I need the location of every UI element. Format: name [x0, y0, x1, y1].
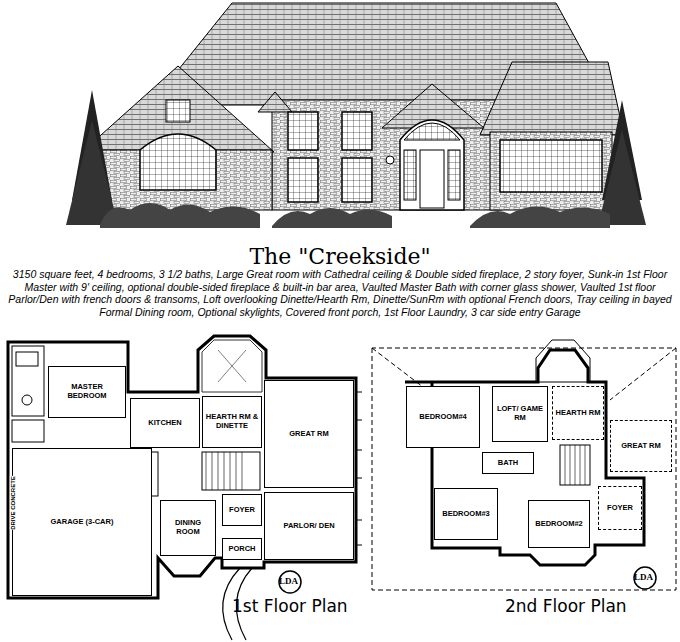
- room-box: BATH: [482, 452, 534, 474]
- room-box: BEDROOM#3: [434, 488, 498, 540]
- room-name: FOYER: [229, 506, 255, 515]
- logo: LDA: [634, 572, 653, 582]
- room-name: FOYER: [607, 504, 633, 513]
- room-box: PORCH: [222, 538, 262, 560]
- room-name: HEARTH RM & DINETTE: [205, 413, 259, 430]
- room-name: MASTER BEDROOM: [51, 383, 123, 400]
- room-box: BEDROOM#4: [406, 386, 480, 448]
- room-name: HEARTH RM: [556, 409, 601, 418]
- caption: 3150 square feet, 4 bedrooms, 3 1/2 bath…: [4, 268, 676, 318]
- plan-title: 2nd Floor Plan: [505, 596, 627, 616]
- room-box: FOYER: [598, 486, 642, 530]
- room-box: BEDROOM#2: [528, 500, 590, 548]
- room-box: FOYER: [222, 494, 262, 526]
- room-name: DINING ROOM: [163, 519, 213, 536]
- plan-title: 1st Floor Plan: [232, 596, 348, 616]
- room-box: HEARTH RM: [552, 386, 604, 440]
- room-box: KITCHEN: [130, 398, 200, 448]
- logo: LDA: [279, 576, 298, 586]
- room-name: KITCHEN: [148, 419, 181, 428]
- room-name: BEDROOM#2: [535, 520, 583, 529]
- room-box: PARLOR/ DEN: [264, 492, 354, 560]
- drive-note: DRIVE CONCRETE: [10, 476, 16, 530]
- room-box: HEARTH RM & DINETTE: [202, 396, 262, 448]
- room-name: GARAGE (3-CAR): [51, 518, 114, 527]
- room-box: LOFT/ GAME RM: [492, 386, 548, 442]
- room-box: MASTER BEDROOM: [48, 366, 126, 418]
- title: The "Creekside": [0, 244, 680, 269]
- room-name: BEDROOM#4: [419, 413, 467, 422]
- room-name: PORCH: [228, 545, 255, 554]
- room-box: GREAT RM: [610, 420, 672, 472]
- room-name: GREAT RM: [621, 442, 660, 451]
- room-name: PARLOR/ DEN: [283, 522, 334, 531]
- room-name: BATH: [498, 459, 518, 468]
- room-box: DINING ROOM: [160, 500, 216, 556]
- room-name: BEDROOM#3: [442, 510, 490, 519]
- room-name: LOFT/ GAME RM: [495, 405, 545, 422]
- room-box: GREAT RM: [264, 380, 354, 488]
- room-name: GREAT RM: [289, 430, 328, 439]
- room-box: GARAGE (3-CAR): [12, 448, 152, 596]
